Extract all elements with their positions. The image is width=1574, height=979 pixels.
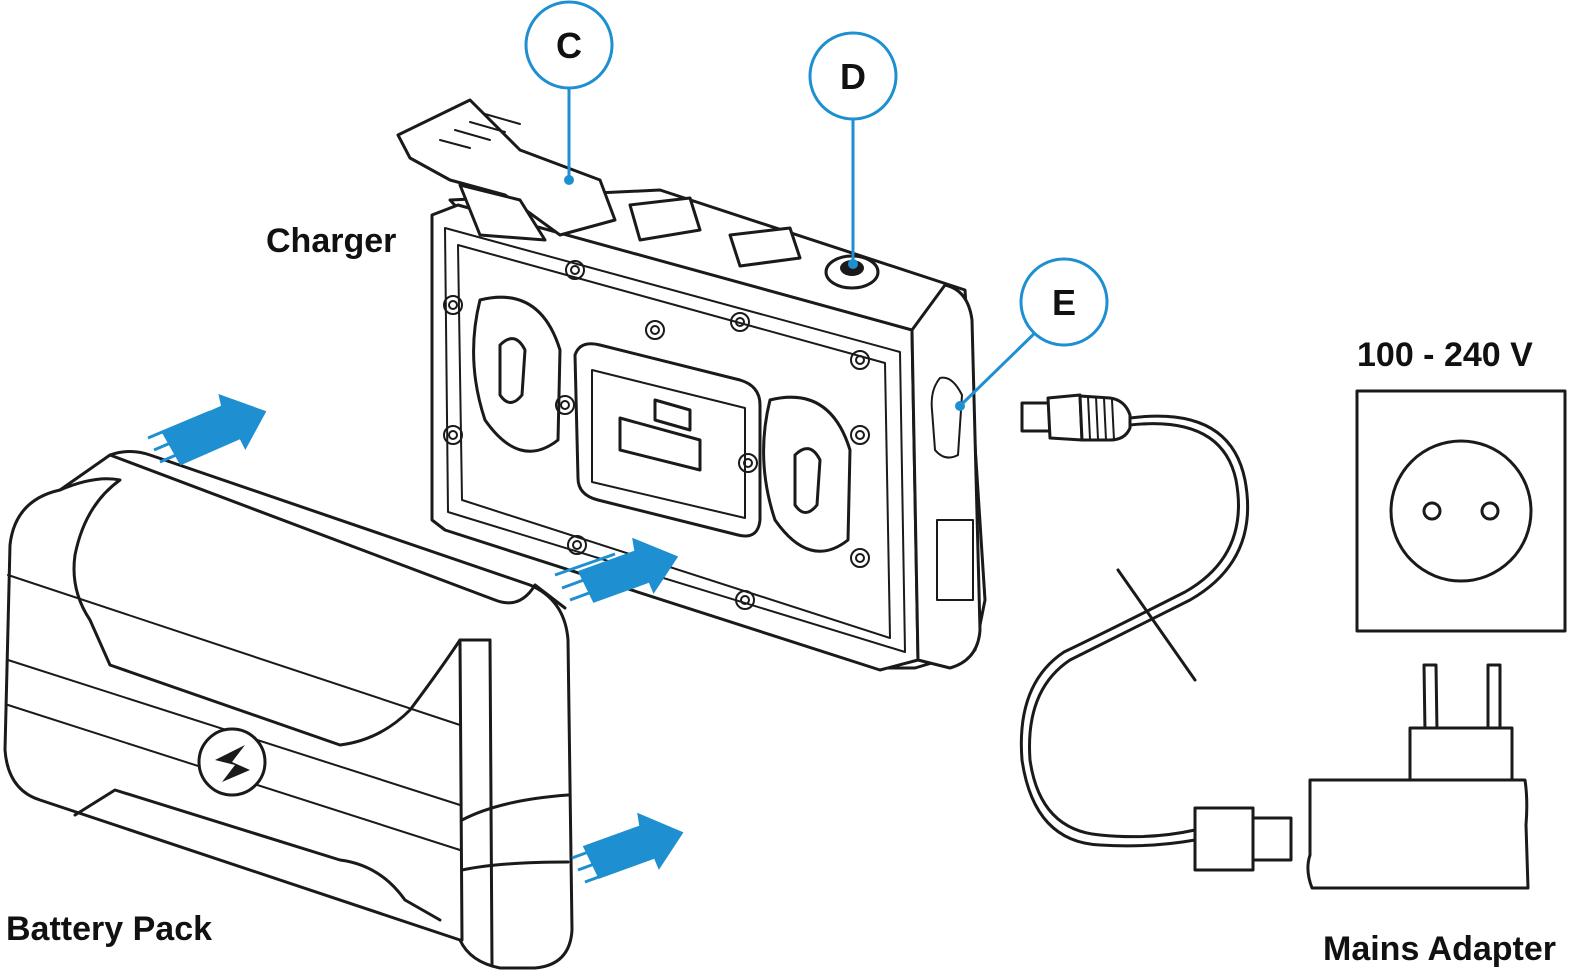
callout-c: C (524, 0, 614, 185)
insert-arrow-lower (571, 812, 684, 884)
mains-adapter-illustration (1306, 663, 1530, 890)
wall-socket-illustration (1355, 389, 1567, 633)
insert-arrow-middle (554, 537, 679, 603)
callout-d-label: D (840, 56, 866, 97)
battery-pack-illustration (3, 450, 574, 970)
insert-arrow-upper (147, 393, 267, 466)
callout-e: E (955, 257, 1109, 411)
callout-d: D (808, 31, 898, 269)
charger-label: Charger (266, 222, 396, 260)
usb-cable-illustration (1019, 393, 1293, 872)
voltage-label: 100 - 240 V (1357, 336, 1533, 374)
charger-illustration (396, 98, 987, 672)
callout-e-label: E (1052, 282, 1076, 323)
callout-c-label: C (556, 25, 582, 66)
battery-pack-label: Battery Pack (6, 910, 212, 948)
mains-adapter-label: Mains Adapter (1323, 930, 1556, 968)
